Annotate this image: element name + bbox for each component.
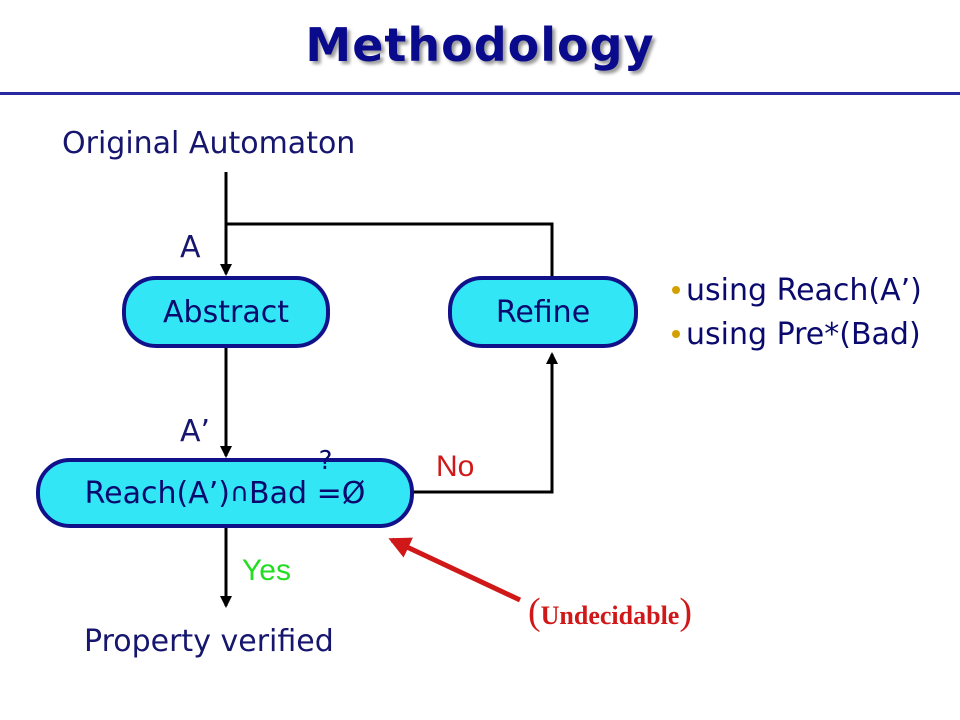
edge-label-a-prime: A’ [180, 414, 211, 449]
empty-set-symbol: Ø [341, 475, 366, 511]
loop-refine-to-abstract [226, 222, 554, 278]
input-label: Original Automaton [62, 126, 356, 161]
refine-method-item: using Pre*(Bad) [668, 312, 922, 356]
bullet-icon [672, 286, 680, 294]
refine-method-text: using Pre*(Bad) [686, 316, 921, 352]
annotation-text: Undecidable [540, 601, 680, 630]
reachability-check-node: Reach(A’)∩Bad ?=Ø [36, 446, 414, 528]
undecidable-annotation: (Undecidable) [528, 590, 692, 634]
refine-methods-list: using Reach(A’) using Pre*(Bad) [668, 268, 922, 356]
annotation-close-paren: ) [679, 591, 692, 633]
refine-method-text: using Reach(A’) [686, 272, 922, 308]
refine-node-label: Refine [495, 294, 591, 330]
question-mark: ? [318, 445, 333, 476]
abstract-node-label: Abstract [163, 294, 289, 330]
bullet-icon [672, 330, 680, 338]
check-reach: Reach(A’) [84, 475, 230, 511]
undecidable-pointer-arrow [388, 537, 522, 603]
edge-label-yes: Yes [242, 554, 291, 587]
page-title: Methodology [305, 18, 655, 72]
edge-label-a: A [180, 230, 201, 265]
check-bad: Bad [249, 475, 317, 511]
refine-method-item: using Reach(A’) [668, 268, 922, 312]
annotation-open-paren: ( [528, 591, 541, 633]
intersection-symbol: ∩ [229, 478, 250, 508]
arrow-check-to-refine [412, 352, 558, 494]
edge-label-no: No [436, 450, 475, 483]
question-equals: ?= [316, 446, 342, 511]
title-divider [0, 92, 960, 95]
abstract-node: Abstract [122, 276, 330, 348]
refine-node: Refine [448, 276, 638, 348]
equals-sign: = [316, 475, 342, 511]
output-label: Property verified [84, 624, 334, 659]
